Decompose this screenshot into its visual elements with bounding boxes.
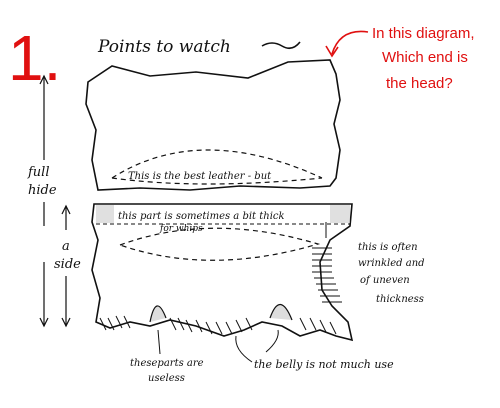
question-line-1: In this diagram, bbox=[372, 25, 475, 42]
question-arrowhead bbox=[325, 45, 339, 58]
shoulder-stipple-right bbox=[330, 205, 350, 223]
svg-text:of uneven: of uneven bbox=[360, 275, 410, 286]
side-outline bbox=[91, 203, 354, 342]
best-leather-label: This is the best leather - but bbox=[128, 171, 272, 182]
question-annotation: In this diagram, Which end is the head? bbox=[325, 25, 475, 92]
question-arrow bbox=[331, 30, 369, 55]
svg-text:hide: hide bbox=[28, 183, 57, 198]
title: Points to watch bbox=[97, 37, 231, 57]
belly-arrow bbox=[235, 335, 253, 363]
svg-text:side: side bbox=[54, 257, 81, 272]
a-side-arrow bbox=[39, 204, 71, 328]
shoulder-stipple-left bbox=[96, 205, 114, 223]
best-leather-outline bbox=[111, 149, 323, 179]
useless-label: theseparts are useless bbox=[130, 358, 204, 384]
svg-text:wrinkled and: wrinkled and bbox=[358, 258, 425, 269]
belly-arrow-2 bbox=[265, 329, 279, 353]
belly-hatching bbox=[99, 315, 337, 335]
figure-number: 1. bbox=[8, 22, 61, 94]
sometimes-thick-label: this part is sometimes a bit thick bbox=[118, 211, 285, 222]
wrinkled-label: this is often wrinkled and of uneven thi… bbox=[358, 242, 425, 305]
wrinkled-area bbox=[312, 247, 342, 303]
full-hide-label: full hide bbox=[27, 165, 57, 198]
side-best-outline bbox=[118, 227, 321, 261]
best-leather-outline-lower bbox=[111, 177, 323, 185]
svg-text:useless: useless bbox=[148, 373, 185, 384]
hide-top-outline bbox=[85, 59, 341, 191]
belly-label: the belly is not much use bbox=[254, 358, 394, 371]
useless-arrow bbox=[157, 329, 161, 355]
full-hide-arrow bbox=[39, 74, 49, 226]
leg-stub-right bbox=[269, 303, 293, 321]
svg-text:a: a bbox=[62, 239, 70, 254]
for-whips-label: for whips bbox=[159, 224, 203, 234]
svg-text:theseparts are: theseparts are bbox=[130, 358, 204, 369]
svg-text:this is often: this is often bbox=[358, 242, 418, 253]
a-side-label: a side bbox=[54, 239, 81, 272]
question-line-2: Which end is bbox=[382, 49, 468, 66]
question-line-3: the head? bbox=[386, 75, 453, 92]
svg-text:full: full bbox=[27, 165, 50, 180]
svg-text:thickness: thickness bbox=[376, 294, 424, 305]
title-squiggle bbox=[261, 41, 301, 50]
leg-stub-left bbox=[149, 305, 167, 323]
